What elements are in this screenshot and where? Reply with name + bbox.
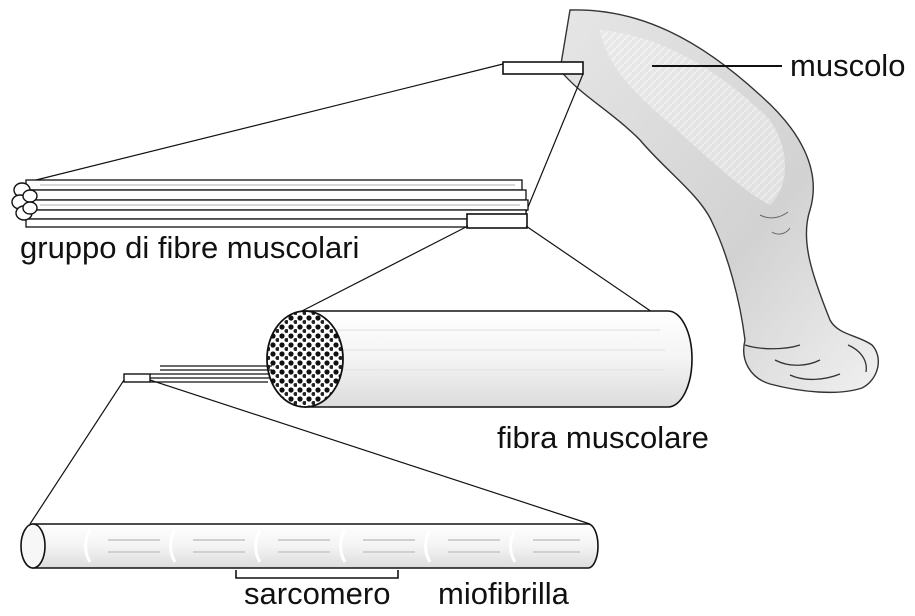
label-myofibril: miofibrilla — [438, 578, 569, 609]
myofibril-zoom-box — [124, 374, 150, 382]
fiber-cross-section — [267, 311, 343, 407]
label-muscle-fiber: fibra muscolare — [497, 422, 709, 453]
muscle-fiber-cylinder — [267, 311, 692, 407]
zoom-line-myofibril-left — [30, 380, 124, 524]
zoom-line-arm-right — [526, 74, 583, 212]
myofibril-cylinder — [21, 524, 598, 568]
label-sarcomere: sarcomero — [244, 578, 390, 609]
fiber-bundle — [12, 180, 528, 227]
zoom-line-arm-left — [28, 64, 503, 182]
bundle-zoom-box — [467, 214, 527, 228]
arm-zoom-box — [503, 62, 583, 74]
label-muscle: muscolo — [790, 50, 905, 81]
label-fiber-bundle: gruppo di fibre muscolari — [20, 232, 359, 263]
myofibril-strands — [150, 366, 272, 382]
zoom-line-bundle-right — [526, 226, 652, 312]
